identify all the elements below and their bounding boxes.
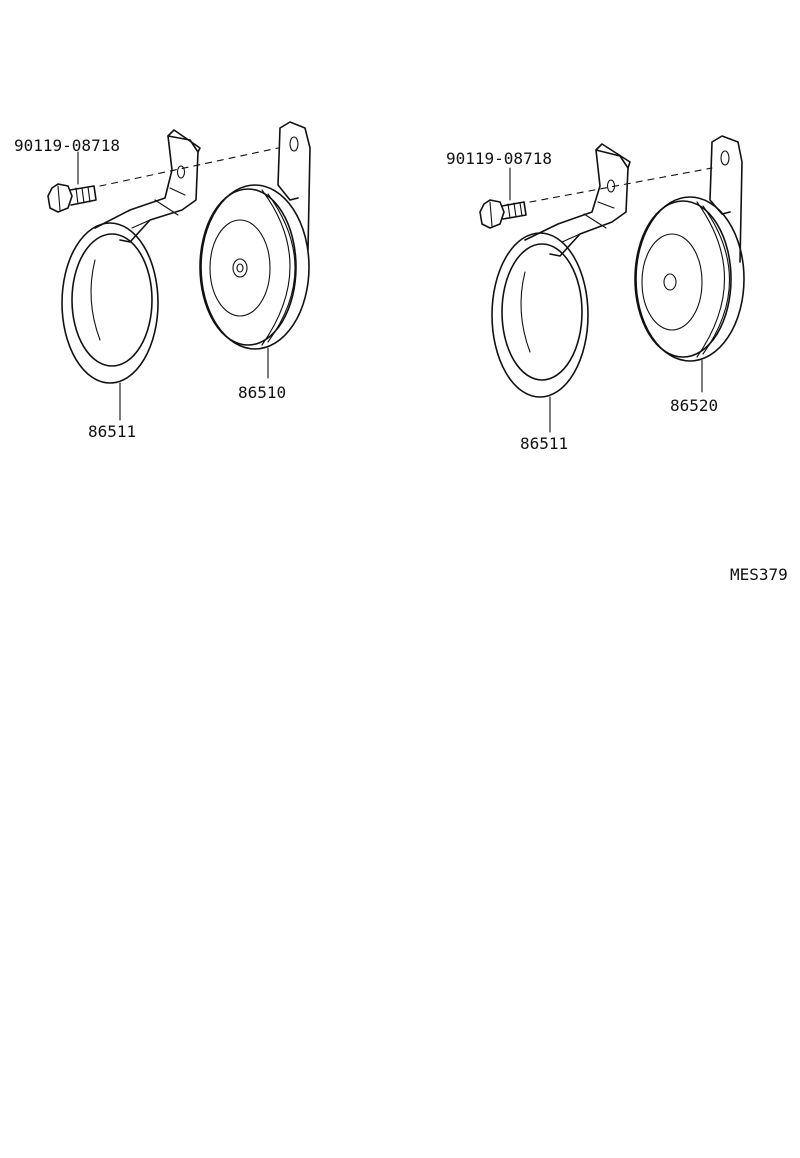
horn-left [199, 121, 311, 350]
bolt-right [479, 199, 527, 229]
bracket-part-label-left: 86511 [88, 422, 136, 441]
diagram-code: MES379 [730, 565, 788, 584]
bolt-part-label-right: 90119-08718 [446, 149, 552, 168]
bracket-right [491, 143, 631, 398]
bolt-left [47, 183, 97, 213]
alignment-line-left [99, 147, 279, 187]
bracket-part-label-right: 86511 [520, 434, 568, 453]
horn-right [634, 135, 745, 362]
bolt-part-label-left: 90119-08718 [14, 136, 120, 155]
bracket-left [61, 129, 201, 384]
assembly-left: 90119-08718 86511 86510 [14, 121, 311, 441]
horn-part-label-left: 86510 [238, 383, 286, 402]
horn-part-label-right: 86520 [670, 396, 718, 415]
assembly-right: 90119-08718 86511 86520 [446, 135, 745, 453]
